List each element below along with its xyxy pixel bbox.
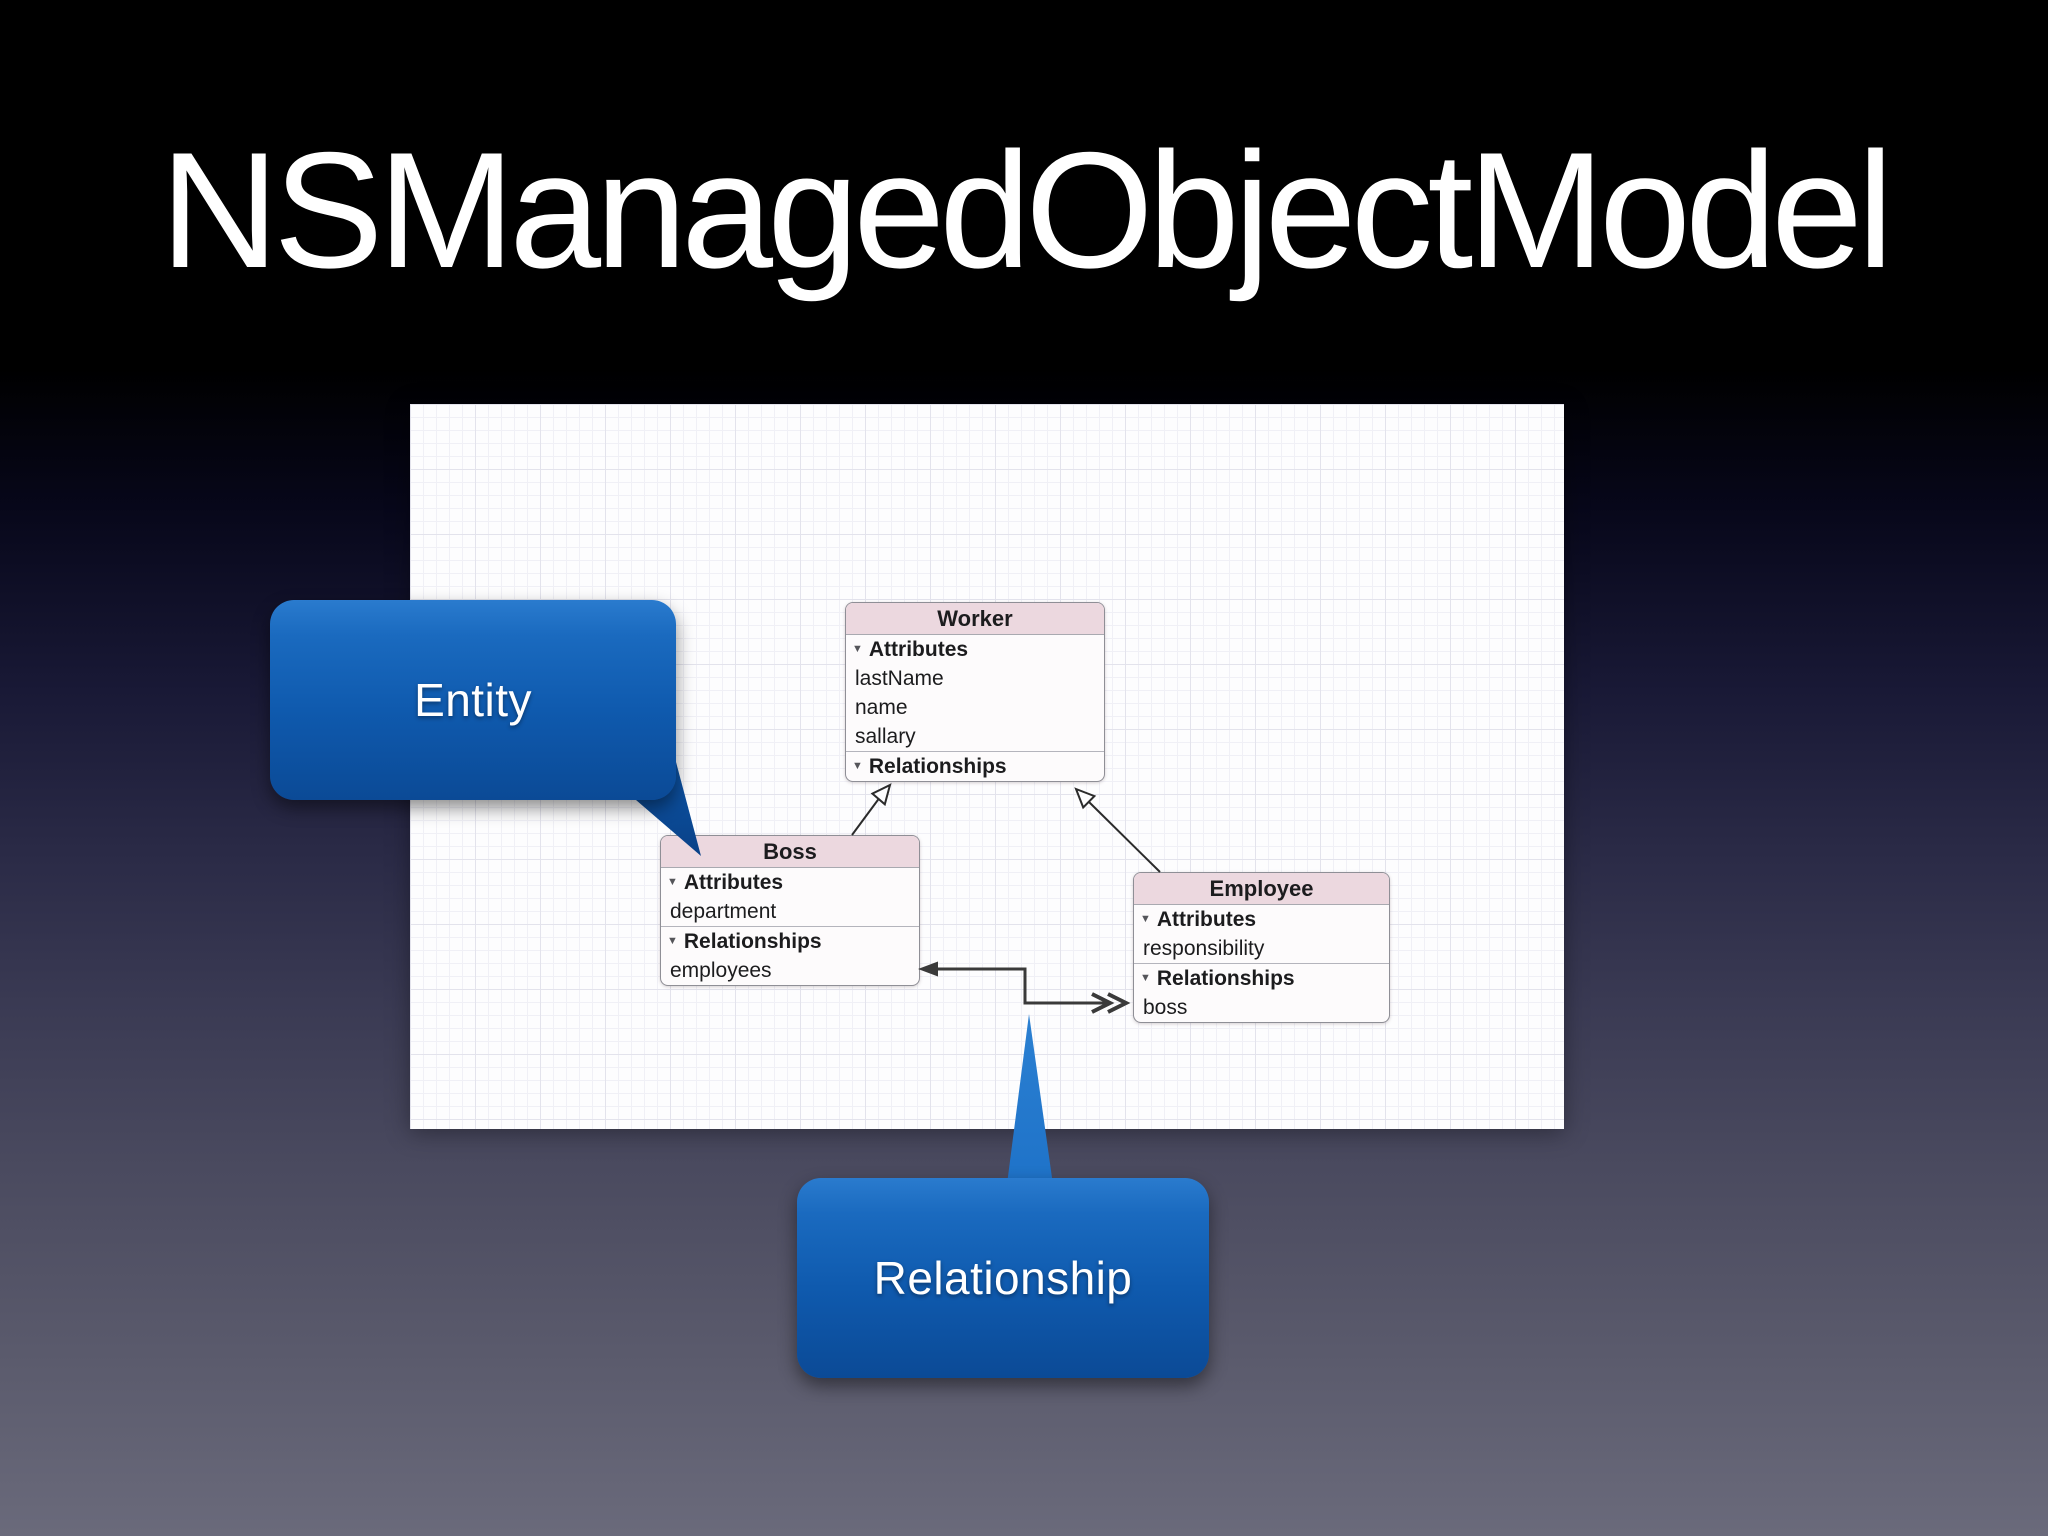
disclosure-triangle-icon: ▼ xyxy=(667,935,678,947)
relationships-section-header: ▼ Relationships xyxy=(1134,963,1389,993)
relationship-callout: Relationship xyxy=(797,1178,1209,1378)
section-label: Attributes xyxy=(1156,908,1257,931)
attribute-row: name xyxy=(855,696,908,719)
attributes-section-header: ▼ Attributes xyxy=(846,635,1104,664)
relationships-section-header: ▼ Relationships xyxy=(846,751,1104,781)
attribute-row: sallary xyxy=(855,725,916,748)
attribute-row: department xyxy=(670,900,777,923)
disclosure-triangle-icon: ▼ xyxy=(1140,972,1151,984)
entity-box-employee: Employee ▼ Attributes responsibility ▼ R… xyxy=(1133,872,1390,1023)
section-label: Relationships xyxy=(868,755,1007,778)
relationship-row: boss xyxy=(1143,996,1188,1019)
attribute-row: lastName xyxy=(855,667,944,690)
entity-callout: Entity xyxy=(270,600,676,800)
disclosure-triangle-icon: ▼ xyxy=(667,876,678,888)
entity-title: Boss xyxy=(661,836,919,868)
entity-title: Employee xyxy=(1134,873,1389,905)
disclosure-triangle-icon: ▼ xyxy=(852,760,863,772)
slide-title: NSManagedObjectModel xyxy=(159,118,1894,302)
attribute-row: responsibility xyxy=(1143,937,1265,960)
section-label: Attributes xyxy=(868,638,969,661)
attributes-section-header: ▼ Attributes xyxy=(661,868,919,897)
relationships-section-header: ▼ Relationships xyxy=(661,926,919,956)
section-label: Attributes xyxy=(683,871,784,894)
disclosure-triangle-icon: ▼ xyxy=(852,643,863,655)
entity-title: Worker xyxy=(846,603,1104,635)
attributes-section-header: ▼ Attributes xyxy=(1134,905,1389,934)
disclosure-triangle-icon: ▼ xyxy=(1140,913,1151,925)
relationship-row: employees xyxy=(670,959,772,982)
entity-box-boss: Boss ▼ Attributes department ▼ Relations… xyxy=(660,835,920,986)
entity-box-worker: Worker ▼ Attributes lastName name sallar… xyxy=(845,602,1105,782)
relationship-callout-label: Relationship xyxy=(873,1252,1133,1304)
entity-callout-label: Entity xyxy=(414,674,532,726)
section-label: Relationships xyxy=(683,930,822,953)
section-label: Relationships xyxy=(1156,967,1295,990)
